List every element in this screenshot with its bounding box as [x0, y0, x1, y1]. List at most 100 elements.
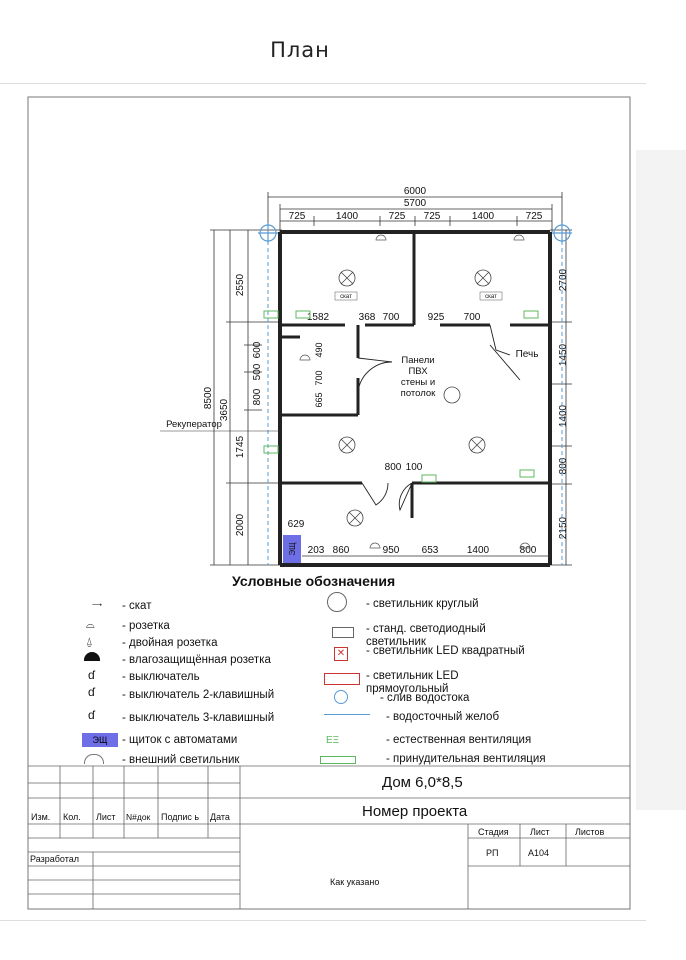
- legend-item: - слив водостока: [380, 692, 470, 704]
- dim-bottom: 950: [383, 545, 400, 556]
- dim-right: 2700: [558, 268, 569, 291]
- dim-mid: 925: [428, 312, 445, 323]
- dim-right: 1450: [558, 343, 569, 366]
- legend-item: - выключатель 3-клавишный: [122, 712, 275, 724]
- stage-header: Стадия: [478, 827, 509, 837]
- top-segment-labels: 725 1400 725 725 1400 725: [289, 211, 543, 222]
- dim-overall-width: 6000: [404, 186, 427, 197]
- sheet-value: А104: [528, 848, 550, 858]
- legend-item: - розетка: [122, 620, 170, 632]
- dim-shield-width: 629: [288, 519, 305, 530]
- dim-top-seg: 725: [424, 211, 441, 222]
- panels-note-line: Панели: [401, 355, 434, 366]
- dim-top-seg: 1400: [336, 211, 359, 222]
- stamp-col-header: Изм.: [31, 812, 51, 822]
- legend-item: - внешний светильник: [122, 754, 240, 766]
- waterproof-socket-icon: [84, 652, 100, 661]
- downpipe-icon: [334, 690, 348, 704]
- door-swings: [357, 324, 521, 512]
- dim-door: 800: [385, 462, 402, 473]
- legend-item: - водосточный желоб: [386, 711, 500, 723]
- dim-left: 2550: [235, 273, 246, 296]
- legend-item: - принудительная вентиляция: [386, 753, 546, 765]
- switch-icon: ɗ: [88, 668, 95, 682]
- dim-mid: 368: [359, 312, 376, 323]
- socket-markers: [299, 234, 531, 549]
- switch-3-icon: ɗ: [88, 708, 95, 722]
- stamp-col-header: Лист: [96, 812, 116, 822]
- panels-note-line: стены и: [401, 377, 435, 388]
- dim-left: 2000: [235, 513, 246, 536]
- legend-item: - светильник круглый: [366, 598, 479, 610]
- dim-door: 100: [406, 462, 423, 473]
- scale-label: Как указано: [330, 877, 380, 887]
- dim-bottom: 800: [520, 545, 537, 556]
- outdoor-light-icon: [84, 754, 104, 764]
- dim-top-seg: 725: [526, 211, 543, 222]
- round-lamp-icon: [327, 592, 347, 612]
- sheet-border: [27, 96, 631, 910]
- forced-vent-icon: [320, 756, 356, 764]
- slope-markers: скат скат: [334, 291, 503, 301]
- room-label-pech: Печь: [516, 349, 539, 360]
- stamp-col-header: N#док: [126, 812, 151, 822]
- page-title: План: [270, 38, 330, 62]
- shield-label: ЭЩ: [288, 542, 297, 556]
- slope-arrow-icon: ⟶: [92, 602, 103, 609]
- legend-item: - светильник LED прямоугольный: [366, 670, 459, 695]
- legend-item: - выключатель: [122, 671, 200, 683]
- vent-markers: [263, 310, 539, 483]
- dim-bottom: 203: [308, 545, 325, 556]
- recuperator-label: Рекуператор: [166, 419, 222, 430]
- dim-top-seg: 1400: [472, 211, 495, 222]
- legend-item: - естественная вентиляция: [386, 734, 532, 746]
- skat-tag: скат: [485, 294, 497, 300]
- dim-inner-v: 700: [314, 370, 324, 385]
- right-dimension-lines: [550, 229, 572, 566]
- stamp-col-header: Кол.: [63, 812, 81, 822]
- dim-left-inner: 800: [252, 388, 263, 405]
- panel-icon: ЭЩ: [82, 733, 118, 747]
- led-rect-icon: [324, 673, 360, 685]
- stamp-col-header: Подпис ь: [161, 812, 200, 822]
- panels-note-line: ПВХ: [408, 366, 428, 377]
- dim-inner-width: 5700: [404, 198, 427, 209]
- gutter-icon: [324, 714, 370, 715]
- dim-left-inner: 1745: [235, 435, 246, 458]
- side-band: [636, 150, 686, 810]
- switch-2-icon: ɗ: [88, 685, 95, 699]
- left-dimension-lines: [210, 229, 282, 566]
- dim-inner-v: 665: [314, 392, 324, 407]
- mid-row-labels: 1582 368 700 925 700: [307, 312, 481, 323]
- interior-walls: [280, 232, 550, 518]
- led-square-icon: ✕: [334, 647, 348, 661]
- house-title: Дом 6,0*8,5: [382, 774, 463, 791]
- legend-item: - скат: [122, 600, 152, 612]
- dim-right: 800: [558, 457, 569, 474]
- sheet-header: Лист: [530, 827, 550, 837]
- legend-item: - щиток с автоматами: [122, 734, 238, 746]
- dim-mid: 700: [383, 312, 400, 323]
- skat-tag: скат: [340, 294, 352, 300]
- dim-bottom: 1400: [467, 545, 490, 556]
- dim-mid: 1582: [307, 312, 330, 323]
- led-standard-icon: [332, 627, 354, 638]
- legend-item: - выключатель 2-клавишный: [122, 689, 275, 701]
- dim-left-total: 8500: [203, 386, 214, 409]
- panels-note-line: потолок: [401, 388, 436, 399]
- socket-icon: ⌓: [86, 619, 95, 631]
- legend-item: - станд. светодиодный светильник: [366, 623, 486, 648]
- stamp-col-header: Дата: [210, 812, 230, 822]
- dim-left-inner: 500: [252, 363, 263, 380]
- round-lamps: [338, 269, 492, 527]
- dim-mid: 700: [464, 312, 481, 323]
- developed-by-label: Разработал: [30, 854, 79, 864]
- electrical-shield: [283, 535, 301, 563]
- dim-left: 3650: [219, 398, 230, 421]
- double-socket-icon: ⍙: [86, 636, 93, 648]
- dim-inner-v: 490: [314, 342, 324, 357]
- sheets-header: Листов: [575, 827, 605, 837]
- bottom-divider: [0, 920, 646, 921]
- dim-right: 2150: [558, 516, 569, 539]
